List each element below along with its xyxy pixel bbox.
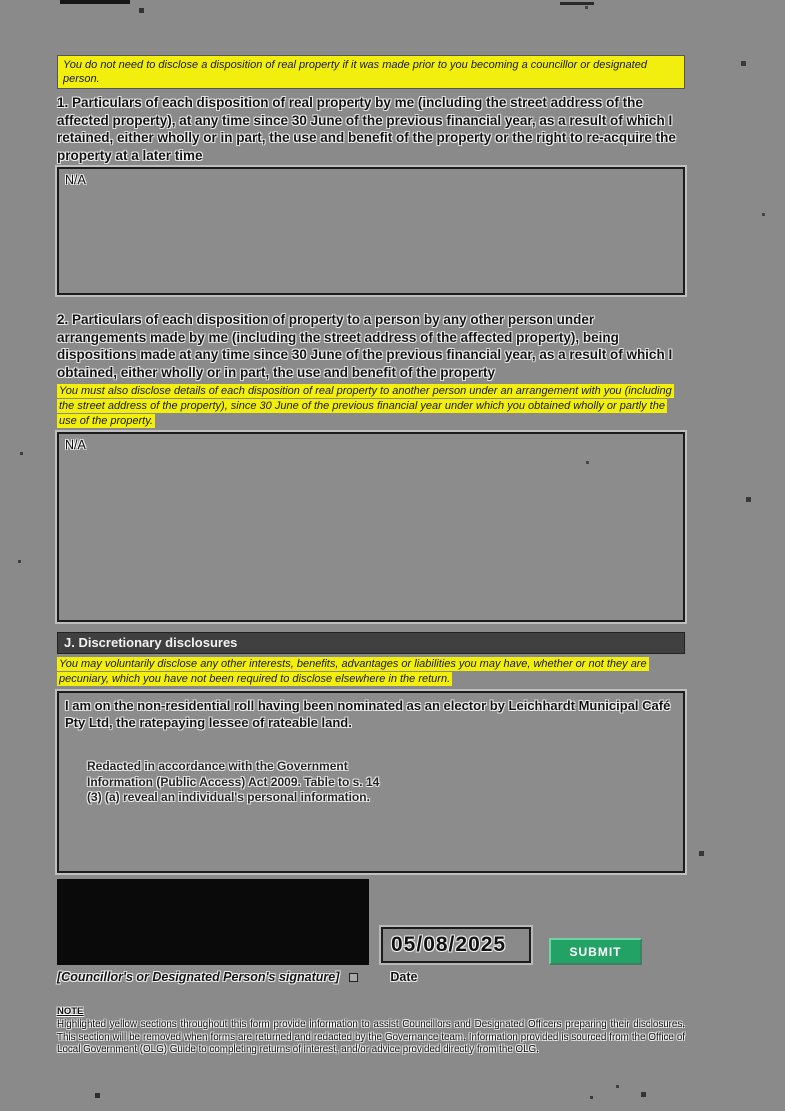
footer-note: NOTE Highlighted yellow sections through… <box>57 1006 685 1057</box>
section2-answer-value: N/A <box>65 438 86 452</box>
date-field[interactable]: 05/08/2025 <box>381 927 531 963</box>
guidance-notice-discretionary: You may voluntarily disclose any other i… <box>57 657 685 687</box>
section1-label: 1. Particulars of each disposition of re… <box>57 95 676 163</box>
discretionary-answer-field[interactable]: I am on the non-residential roll having … <box>57 691 685 873</box>
form-content: You do not need to disclose a dispositio… <box>57 55 685 1057</box>
signature-caption: [Councillor's or Designated Person's sig… <box>57 970 340 984</box>
guidance-notice-section2-text: You must also disclose details of each d… <box>57 384 674 428</box>
redaction-note: Redacted in accordance with the Governme… <box>87 759 380 804</box>
redacted-signature-block <box>57 879 369 965</box>
scan-edge-artifact <box>560 2 594 5</box>
scan-edge-artifact <box>60 0 130 4</box>
checkbox-artifact-icon <box>349 972 359 982</box>
section1-answer-value: N/A <box>65 173 86 187</box>
section2-label: 2. Particulars of each disposition of pr… <box>57 312 673 380</box>
date-value: 05/08/2025 <box>391 933 507 956</box>
submit-button[interactable]: SUBMIT <box>549 938 642 965</box>
scan-noise-speckles <box>0 0 3 3</box>
guidance-notice-discretionary-text: You may voluntarily disclose any other i… <box>57 657 649 686</box>
date-caption: Date <box>390 970 418 984</box>
footer-note-title: NOTE <box>57 1006 84 1017</box>
section2-answer-field[interactable]: N/A <box>57 432 685 622</box>
discretionary-answer-value: I am on the non-residential roll having … <box>65 698 671 730</box>
footer-note-body: Highlighted yellow sections throughout t… <box>57 1019 685 1055</box>
signature-caption-row: [Councillor's or Designated Person's sig… <box>57 970 685 984</box>
section1-answer-field[interactable]: N/A <box>57 167 685 295</box>
guidance-notice-section2: You must also disclose details of each d… <box>57 384 685 429</box>
guidance-notice-disposition: You do not need to disclose a dispositio… <box>57 55 685 89</box>
signature-row: 05/08/2025 SUBMIT <box>57 879 685 965</box>
section-heading-discretionary: J. Discretionary disclosures <box>57 632 685 654</box>
